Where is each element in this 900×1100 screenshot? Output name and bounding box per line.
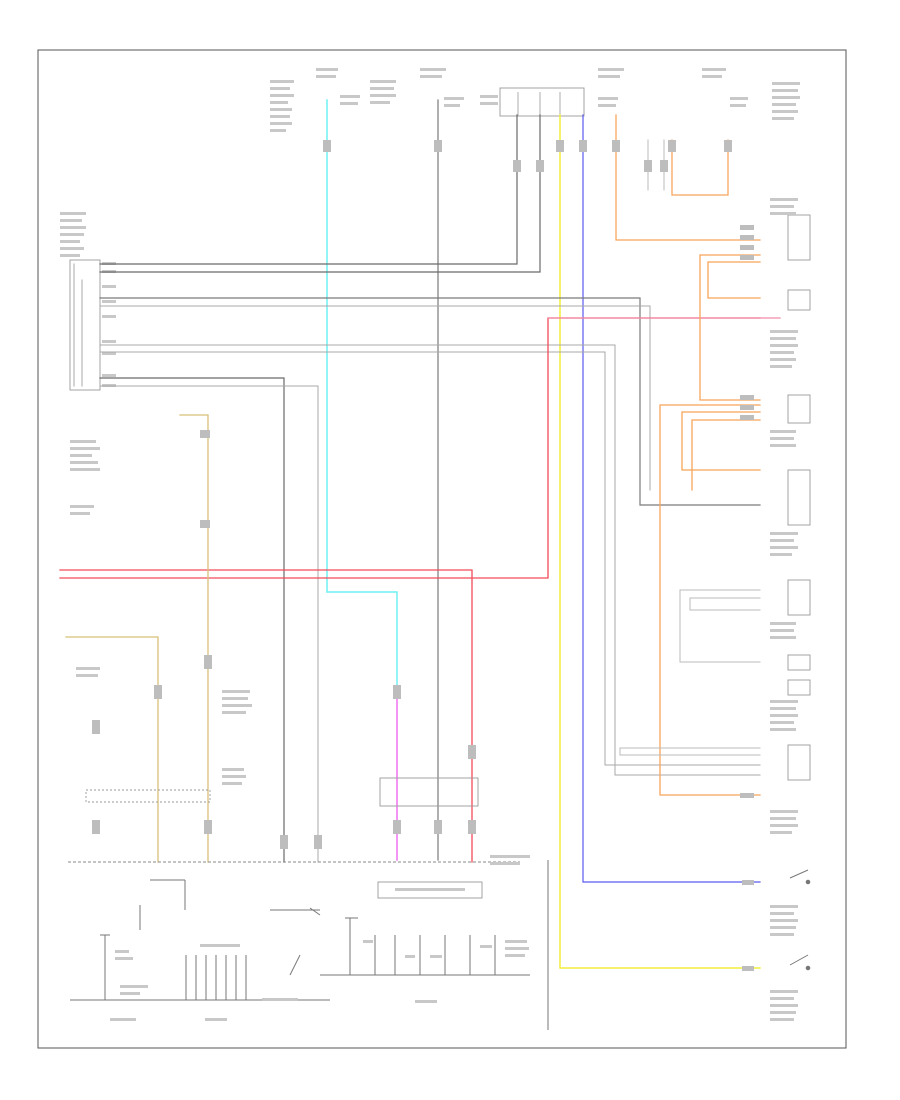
red-wire-1: [59, 569, 473, 863]
black-wire-2: [99, 114, 541, 273]
black-wire-1: [99, 114, 518, 265]
orange-wire-1: [615, 114, 761, 241]
orange-wire-7: [691, 419, 761, 491]
diagram-frame: [37, 49, 847, 1049]
bottom-labels: [110, 940, 529, 1021]
orange-wire-5: [659, 404, 761, 796]
ground-symbol-icon: [100, 917, 358, 1000]
gray-wire-h3: [99, 344, 761, 776]
ground-bus: [68, 855, 530, 899]
gray-wire-h4: [99, 351, 761, 766]
motor-assembly: [185, 955, 247, 1000]
top-fuse-blocks: [270, 68, 800, 132]
orange-wire-2: [671, 139, 729, 196]
left-connector-block: [60, 212, 116, 391]
gray-wire-h1: [99, 297, 761, 506]
tan-wire-2: [65, 636, 159, 863]
orange-wire-4: [707, 261, 761, 299]
gray-wire-r3: [619, 747, 761, 756]
wires: [59, 99, 781, 969]
gray-wire-r2: [689, 597, 761, 611]
left-mid-labels: [70, 440, 252, 785]
connector-pin-icon: [92, 140, 754, 971]
tan-wire-1: [179, 414, 209, 863]
orange-wire-3: [699, 254, 761, 401]
gray-wire-h5: [99, 377, 285, 863]
red-wire-2: [59, 317, 761, 579]
gray-wire-h6: [99, 385, 319, 863]
cyan-wire: [326, 99, 398, 691]
yellow-wire: [559, 114, 761, 969]
gray-wire-r1: [679, 589, 761, 663]
gray-wire-h2: [99, 305, 651, 491]
switch-symbol-icon: [789, 869, 811, 971]
blue-wire: [582, 114, 761, 883]
orange-wire-6: [681, 411, 761, 471]
bottom-components: [70, 860, 549, 1030]
right-connector-blocks: [770, 198, 811, 1021]
